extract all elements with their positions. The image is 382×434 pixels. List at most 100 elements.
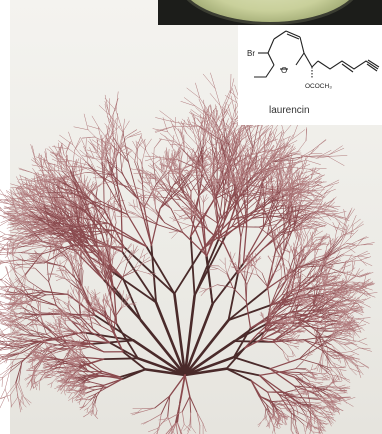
alga-branch	[70, 282, 82, 291]
alga-branch	[103, 164, 106, 183]
alga-branch	[79, 209, 84, 217]
alga-branch	[111, 263, 121, 278]
alga-branch	[289, 245, 292, 254]
alga-branch	[92, 252, 124, 279]
alga-branch	[218, 153, 223, 163]
alga-branch	[338, 343, 347, 351]
alga-branch	[104, 250, 107, 259]
alga-branch	[337, 303, 347, 311]
alga-branch	[168, 148, 170, 159]
alga-branch	[241, 185, 250, 195]
alga-branch	[293, 217, 309, 230]
alga-branch	[269, 203, 280, 223]
alga-branch	[301, 259, 305, 268]
alga-branch	[225, 141, 232, 148]
alga-branch	[281, 145, 291, 153]
alga-branch	[345, 354, 355, 358]
alga-branch	[0, 354, 11, 358]
alga-branch	[112, 151, 118, 167]
alga-branch	[107, 194, 119, 202]
alga-branch	[266, 251, 285, 290]
alga-branch	[141, 147, 146, 163]
alga-branch	[8, 215, 22, 221]
alga-branch	[37, 233, 49, 238]
alga-branch	[220, 112, 228, 123]
alga-branch	[264, 182, 268, 203]
alga-branch	[43, 246, 57, 252]
alga-branch	[37, 179, 49, 183]
alga-branch	[321, 257, 325, 266]
alga-branch	[0, 388, 6, 400]
alga-branch	[116, 215, 128, 218]
alga-branch	[255, 174, 267, 183]
alga-branch	[328, 270, 336, 278]
alga-branch	[179, 175, 192, 192]
alga-branch	[27, 239, 41, 244]
alga-branch	[300, 247, 302, 255]
alga-branch	[0, 243, 6, 251]
alga-branch	[137, 138, 146, 148]
alga-branch	[26, 220, 40, 224]
alga-branch	[121, 276, 142, 322]
alga-branch	[34, 320, 38, 327]
alga-branch	[260, 124, 273, 136]
alga-branch	[10, 327, 19, 333]
alga-branch	[303, 257, 317, 266]
alga-branch	[193, 214, 207, 229]
alga-branch	[197, 169, 201, 182]
alga-branch	[46, 189, 52, 204]
alga-branch	[326, 353, 331, 360]
alga-branch	[40, 225, 51, 240]
alga-branch	[289, 191, 293, 206]
alga-branch	[183, 215, 193, 221]
alga-branch	[167, 187, 182, 201]
alga-branch	[238, 135, 249, 143]
alga-branch	[251, 157, 254, 170]
alga-branch	[259, 153, 277, 160]
alga-branch	[255, 134, 262, 143]
alga-branch	[283, 223, 296, 253]
alga-branch	[72, 167, 78, 191]
alga-branch	[310, 206, 328, 214]
alga-branch	[0, 372, 10, 381]
alga-branch	[107, 222, 148, 248]
alga-branch	[6, 240, 11, 256]
alga-branch	[128, 161, 140, 201]
alga-branch	[91, 139, 103, 147]
alga-branch	[193, 145, 200, 157]
alga-branch	[22, 181, 35, 189]
alga-thallus	[0, 72, 378, 434]
alga-branch	[12, 351, 22, 362]
alga-branch	[171, 139, 181, 146]
alga-branch	[242, 192, 267, 198]
alga-branch	[277, 142, 285, 150]
alga-branch	[44, 207, 63, 221]
alga-branch	[5, 278, 12, 286]
alga-branch	[152, 128, 168, 133]
alga-branch	[161, 172, 171, 186]
alga-branch	[98, 211, 105, 224]
alga-branch	[205, 116, 212, 135]
alga-branch	[244, 187, 259, 203]
alga-branch	[221, 90, 231, 109]
alga-branch	[136, 135, 142, 147]
alga-branch	[313, 267, 325, 275]
alga-branch	[231, 152, 238, 167]
alga-branch	[101, 148, 104, 163]
alga-branch	[235, 208, 242, 239]
alga-branch	[51, 200, 64, 206]
alga-branch	[140, 194, 143, 205]
alga-branch	[309, 226, 319, 232]
alga-branch	[84, 248, 92, 258]
alga-branch	[141, 181, 151, 184]
alga-branch	[19, 254, 26, 263]
alga-branch	[240, 123, 251, 133]
alga-branch	[128, 154, 138, 164]
alga-branch	[259, 157, 277, 160]
alga-branch	[315, 336, 330, 339]
alga-branch	[83, 176, 88, 189]
alga-branch	[219, 140, 230, 166]
alga-branch	[107, 267, 109, 282]
alga-branch	[0, 263, 2, 266]
alga-branch	[56, 260, 61, 270]
